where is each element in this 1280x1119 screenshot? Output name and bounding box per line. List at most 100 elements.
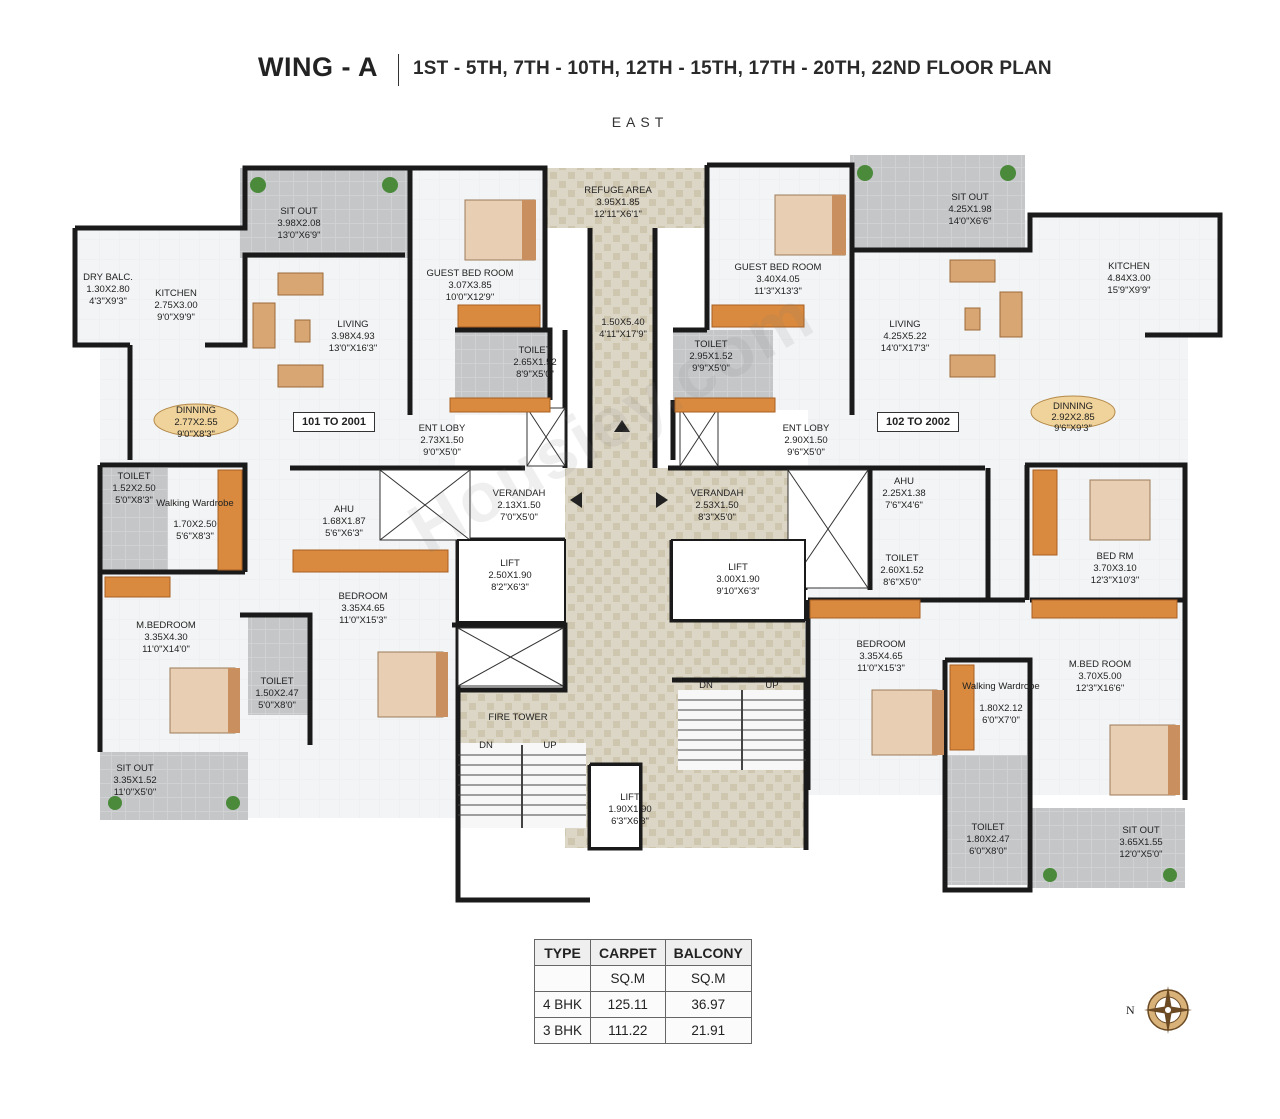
guest-right-name: GUEST BED ROOM <box>735 262 822 273</box>
mbed-right-name: M.BED ROOM <box>1069 659 1131 670</box>
dining-tables <box>153 395 1116 437</box>
entloby-right-imperial: 9'6"X5'0" <box>787 447 825 458</box>
bedroom-right-name: BEDROOM <box>856 639 905 650</box>
ahu-right-dims: 2.25X1.38 <box>882 488 925 499</box>
dinning-right-imperial: 9'6"X9'3" <box>1054 423 1092 434</box>
living-left-dims: 3.98X4.93 <box>331 331 374 342</box>
entloby-right-dims: 2.90X1.50 <box>784 435 827 446</box>
sitout-bottom-left-imperial: 11'0"X5'0" <box>114 787 156 798</box>
dinning-left-imperial: 9'0"X8'3" <box>177 429 215 440</box>
wardrobe-left-imperial: 5'6"X8'3" <box>176 531 214 542</box>
toilet-guest-left-name: TOILET <box>518 345 551 356</box>
wardrobe-right-dims: 1.80X2.12 <box>979 703 1022 714</box>
entloby-left-dims: 2.73X1.50 <box>420 435 463 446</box>
sitout-bottom-right-dims: 3.65X1.55 <box>1119 837 1162 848</box>
wardrobe-right-imperial: 6'0"X7'0" <box>982 715 1020 726</box>
lift-1-imperial: 8'2"X6'3" <box>491 582 529 593</box>
toilet-bed-left-name: TOILET <box>260 676 293 687</box>
compass-icon: N <box>1126 986 1192 1034</box>
toilet-bed-left-floor <box>248 615 308 715</box>
lift-3-dims: 1.90X1.90 <box>608 804 651 815</box>
entloby-left-imperial: 9'0"X5'0" <box>423 447 461 458</box>
stair-right-up: UP <box>765 680 778 691</box>
kitchen-left-name: KITCHEN <box>155 288 197 299</box>
units-carpet: SQ.M <box>590 965 666 992</box>
lift-2-imperial: 9'10"X6'3" <box>716 586 759 597</box>
toilet-guest-right-dims: 2.95X1.52 <box>689 351 732 362</box>
ahu-left-imperial: 5'6"X6'3" <box>325 528 363 539</box>
kitchen-left-dims: 2.75X3.00 <box>154 300 197 311</box>
table-row: 4 BHK 125.11 36.97 <box>533 991 752 1018</box>
toilet-mbed-left-floor <box>100 468 168 573</box>
guest-left-name: GUEST BED ROOM <box>427 268 514 279</box>
stair-right-dn: DN <box>699 680 713 691</box>
refuge-area-floor <box>545 168 707 228</box>
sitout-bottom-left-name: SIT OUT <box>116 763 153 774</box>
toilet-guest-right-name: TOILET <box>694 339 727 350</box>
ahu-left-dims: 1.68X1.87 <box>322 516 365 527</box>
bedroom-right-dims: 3.35X4.65 <box>859 651 902 662</box>
toilet-bottom-right-imperial: 6'0"X8'0" <box>969 846 1007 857</box>
sitout-top-left-dims: 3.98X2.08 <box>277 218 320 229</box>
kitchen-right-floor <box>1030 215 1220 335</box>
verandah-right-imperial: 8'3"X5'0" <box>698 512 736 523</box>
dinning-right-dims: 2.92X2.85 <box>1051 412 1094 423</box>
kitchen-right-imperial: 15'9"X9'9" <box>1107 285 1150 296</box>
dry-balc-name: DRY BALC. <box>83 272 133 283</box>
toilet-right-floor <box>945 755 1027 885</box>
toilet-mid-right-imperial: 8'6"X5'0" <box>883 577 921 588</box>
toilet-guest-right-floor <box>673 330 773 400</box>
north-label: N <box>1126 1003 1135 1017</box>
floor-list-title: 1ST - 5TH, 7TH - 10TH, 12TH - 15TH, 17TH… <box>413 58 1052 79</box>
lift-1-name: LIFT <box>500 558 520 569</box>
sitout-top-right-dims: 4.25X1.98 <box>948 204 991 215</box>
row-carpet: 111.22 <box>590 1017 666 1044</box>
ahu-right-imperial: 7'6"X4'6" <box>885 500 923 511</box>
page-header: WING - A 1ST - 5TH, 7TH - 10TH, 12TH - 1… <box>0 52 1280 92</box>
living-right-imperial: 14'0"X17'3" <box>881 343 929 354</box>
arrow-right <box>656 492 668 508</box>
row-balcony: 36.97 <box>664 991 752 1018</box>
toilet-bottom-right-name: TOILET <box>971 822 1004 833</box>
unit-tag-right: 102 TO 2002 <box>877 412 960 432</box>
sitout-bottom-right-name: SIT OUT <box>1122 825 1159 836</box>
bedroom-left-imperial: 11'0"X15'3" <box>339 615 387 626</box>
dinning-right-name: DINNING <box>1053 401 1093 412</box>
lift-2 <box>671 539 806 621</box>
lift-3-name: LIFT <box>620 792 640 803</box>
stairs-right <box>678 690 806 770</box>
mbed-right-imperial: 12'3"X16'6" <box>1076 683 1124 694</box>
refuge-dims: 3.95X1.85 <box>596 197 639 208</box>
mbed-left-dims: 3.35X4.30 <box>144 632 187 643</box>
bedrm-right-dims: 3.70X3.10 <box>1093 563 1136 574</box>
lift-2-dims: 3.00X1.90 <box>716 574 759 585</box>
beds <box>169 194 1180 796</box>
toilet-mid-right-dims: 2.60X1.52 <box>880 565 923 576</box>
dry-balc-imperial: 4'3"X9'3" <box>89 296 127 307</box>
bedrm-right-imperial: 12'3"X10'3" <box>1091 575 1139 586</box>
sitout-bottom-left-floor <box>100 752 248 820</box>
toilet-bed-left-imperial: 5'0"X8'0" <box>258 700 296 711</box>
row-type: 4 BHK <box>533 991 592 1018</box>
area-table-units: SQ.M SQ.M <box>533 965 752 992</box>
toilet-guest-right-imperial: 9'9"X5'0" <box>692 363 730 374</box>
entloby-left-name: ENT LOBY <box>419 423 466 434</box>
dry-balc-floor <box>75 228 135 343</box>
wardrobe-left-dims: 1.70X2.50 <box>173 519 216 530</box>
ahu-left-name: AHU <box>334 504 354 515</box>
header-divider <box>398 54 399 86</box>
shafts <box>379 407 869 687</box>
fire-tower-floor <box>458 688 588 743</box>
toilet-bed-left-dims: 1.50X2.47 <box>255 688 298 699</box>
units-balcony: SQ.M <box>664 965 752 992</box>
plants <box>108 165 1177 882</box>
verandah-right-dims: 2.53X1.50 <box>695 500 738 511</box>
verandah-right-name: VERANDAH <box>691 488 744 499</box>
compass-rose: N <box>1120 980 1200 1040</box>
living-right-dims: 4.25X5.22 <box>883 331 926 342</box>
toilet-guest-left-dims: 2.65X1.52 <box>513 357 556 368</box>
stair-left-dn: DN <box>479 740 493 751</box>
toilet-mbed-left-name: TOILET <box>117 471 150 482</box>
area-table-header: TYPE CARPET BALCONY <box>533 939 752 966</box>
